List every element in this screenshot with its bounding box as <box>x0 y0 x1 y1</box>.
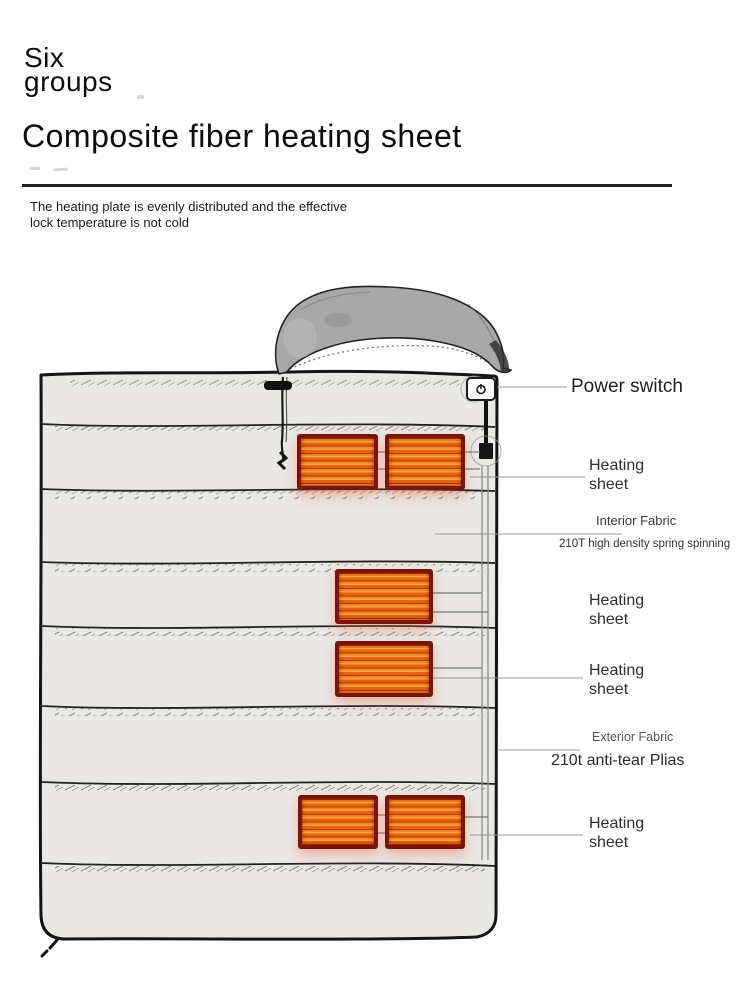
label-power-switch: Power switch <box>571 376 683 397</box>
cord-lock <box>264 381 292 390</box>
heating-sheet-bottom-right <box>385 795 465 849</box>
label-heating-sheet-middle-lower: Heating sheet <box>589 662 645 698</box>
group-count-line2: groups <box>24 66 113 97</box>
heating-sheet-top-left <box>297 434 378 490</box>
label-exterior-fabric: Exterior Fabric <box>592 730 674 744</box>
label-exterior-fabric-detail: 210t anti-tear Plias <box>551 752 685 769</box>
label-heating-sheet-middle-upper: Heating sheet <box>589 592 645 628</box>
title-divider <box>22 184 672 187</box>
hood-shadow <box>324 313 352 327</box>
wire-connector <box>479 443 493 459</box>
subtitle-line1: The heating plate is evenly distributed … <box>30 199 348 214</box>
heating-sheet-middle-upper <box>335 569 433 624</box>
group-count-line1: Six <box>24 42 65 73</box>
hood-highlight <box>283 318 317 358</box>
page-subtitle: The heating plate is evenly distributed … <box>30 199 347 230</box>
label-interior-fabric-detail: 210T high density spring spinning <box>559 538 731 550</box>
label-interior-fabric: Interior Fabric <box>596 513 677 528</box>
print-artifact <box>137 95 144 99</box>
subtitle-line2: lock temperature is not cold <box>30 214 189 230</box>
heating-sheet-middle-lower <box>335 641 433 697</box>
page-title: Composite fiber heating sheet <box>22 118 462 154</box>
label-heating-sheet-top: Heating sheet <box>589 457 645 493</box>
zipper-tail <box>40 938 59 958</box>
label-heating-sheet-bottom: Heating sheet <box>589 815 645 851</box>
group-count-badge: Six groups <box>24 42 113 97</box>
power-switch-icon <box>476 384 486 395</box>
drawstring <box>264 376 292 471</box>
leader-lines <box>433 386 622 836</box>
hood-fold <box>489 340 510 372</box>
quilt-seam-hatching <box>55 426 485 874</box>
cord-knot <box>276 450 289 471</box>
power-switch-button[interactable] <box>466 377 496 401</box>
wiring <box>378 375 502 860</box>
heating-sheet-top-right <box>385 434 465 490</box>
print-artifact <box>29 167 40 170</box>
hood <box>274 285 512 375</box>
heating-sheet-bottom-left <box>298 795 378 849</box>
